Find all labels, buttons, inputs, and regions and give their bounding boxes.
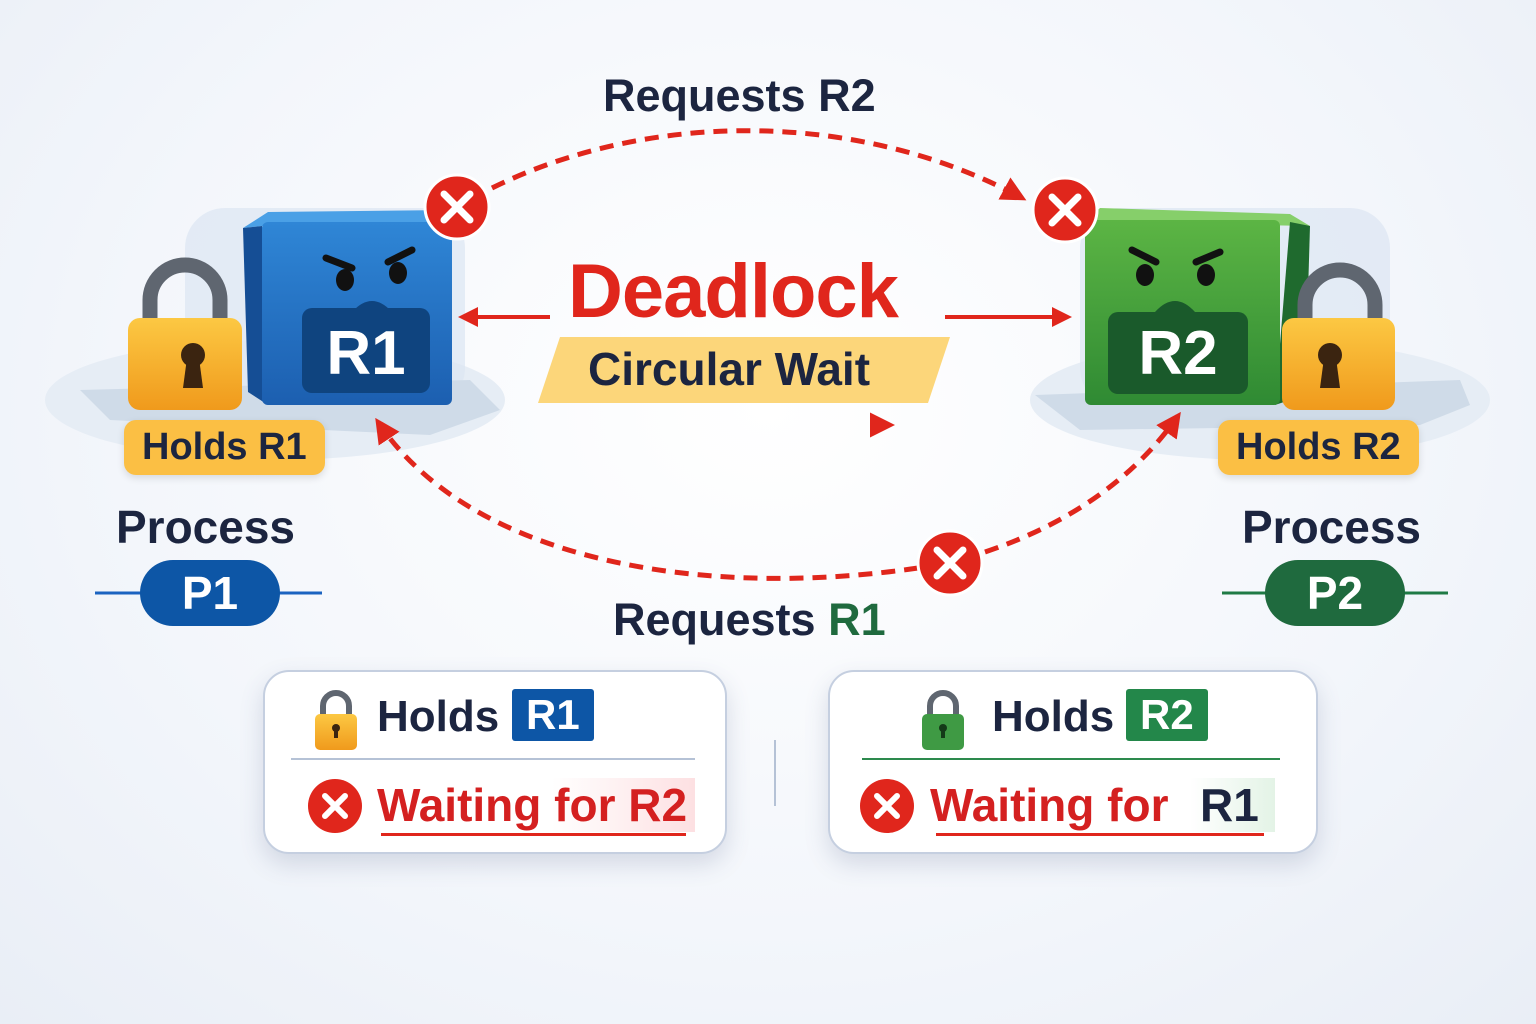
request-r2-arrow	[490, 128, 1027, 201]
deadlock-title: Deadlock	[568, 249, 899, 334]
blocked-x-icon	[916, 529, 984, 597]
process-p2-pill: P2	[1265, 560, 1405, 626]
blocked-x-icon	[1031, 176, 1099, 244]
process-label: Process	[1242, 501, 1422, 553]
request-r2-label: Requests R2	[603, 70, 876, 121]
request-r1-label: Requests R1	[613, 594, 886, 646]
request-r1-arrow	[375, 417, 919, 581]
holds-label: Holds	[377, 692, 500, 741]
blocked-x-icon	[423, 173, 491, 241]
waiting-label: Waiting for R2	[377, 778, 696, 832]
lock-icon	[922, 690, 964, 750]
card-separator	[774, 740, 776, 806]
circular-wait-label: Circular Wait	[588, 343, 871, 395]
divider	[862, 758, 1280, 760]
circular-wait-banner	[538, 337, 950, 403]
r2-label: R2	[1138, 319, 1218, 388]
r1-label: R1	[326, 319, 406, 388]
waiting-resource: R1	[1190, 778, 1275, 832]
waiting-underline	[936, 833, 1264, 836]
divider	[291, 758, 695, 760]
holds-r1-badge: Holds R1	[124, 420, 325, 475]
blocked-x-icon	[308, 779, 362, 833]
p1-status-card: Holds R1 Waiting for R2	[263, 670, 727, 854]
held-resource-badge: R2	[1126, 689, 1208, 741]
request-prefix: Requests	[613, 594, 816, 645]
request-resource: R1	[828, 594, 886, 645]
lock-icon	[128, 257, 242, 410]
lock-icon	[315, 690, 357, 750]
r1-cube	[243, 210, 452, 405]
p2-status-card: Holds R2 Waiting for R1	[828, 670, 1318, 854]
holds-label: Holds	[992, 692, 1115, 741]
held-resource-badge: R1	[512, 689, 594, 741]
holds-r2-badge: Holds R2	[1218, 420, 1419, 475]
waiting-underline	[381, 833, 686, 836]
process-p1-pill: P1	[140, 560, 280, 626]
waiting-label: Waiting for	[930, 779, 1169, 831]
blocked-x-icon	[860, 779, 914, 833]
process-label: Process	[116, 501, 296, 553]
r2-cube	[1085, 208, 1310, 405]
lock-icon	[1282, 262, 1395, 410]
request-r1-arrow-right	[984, 411, 1181, 555]
